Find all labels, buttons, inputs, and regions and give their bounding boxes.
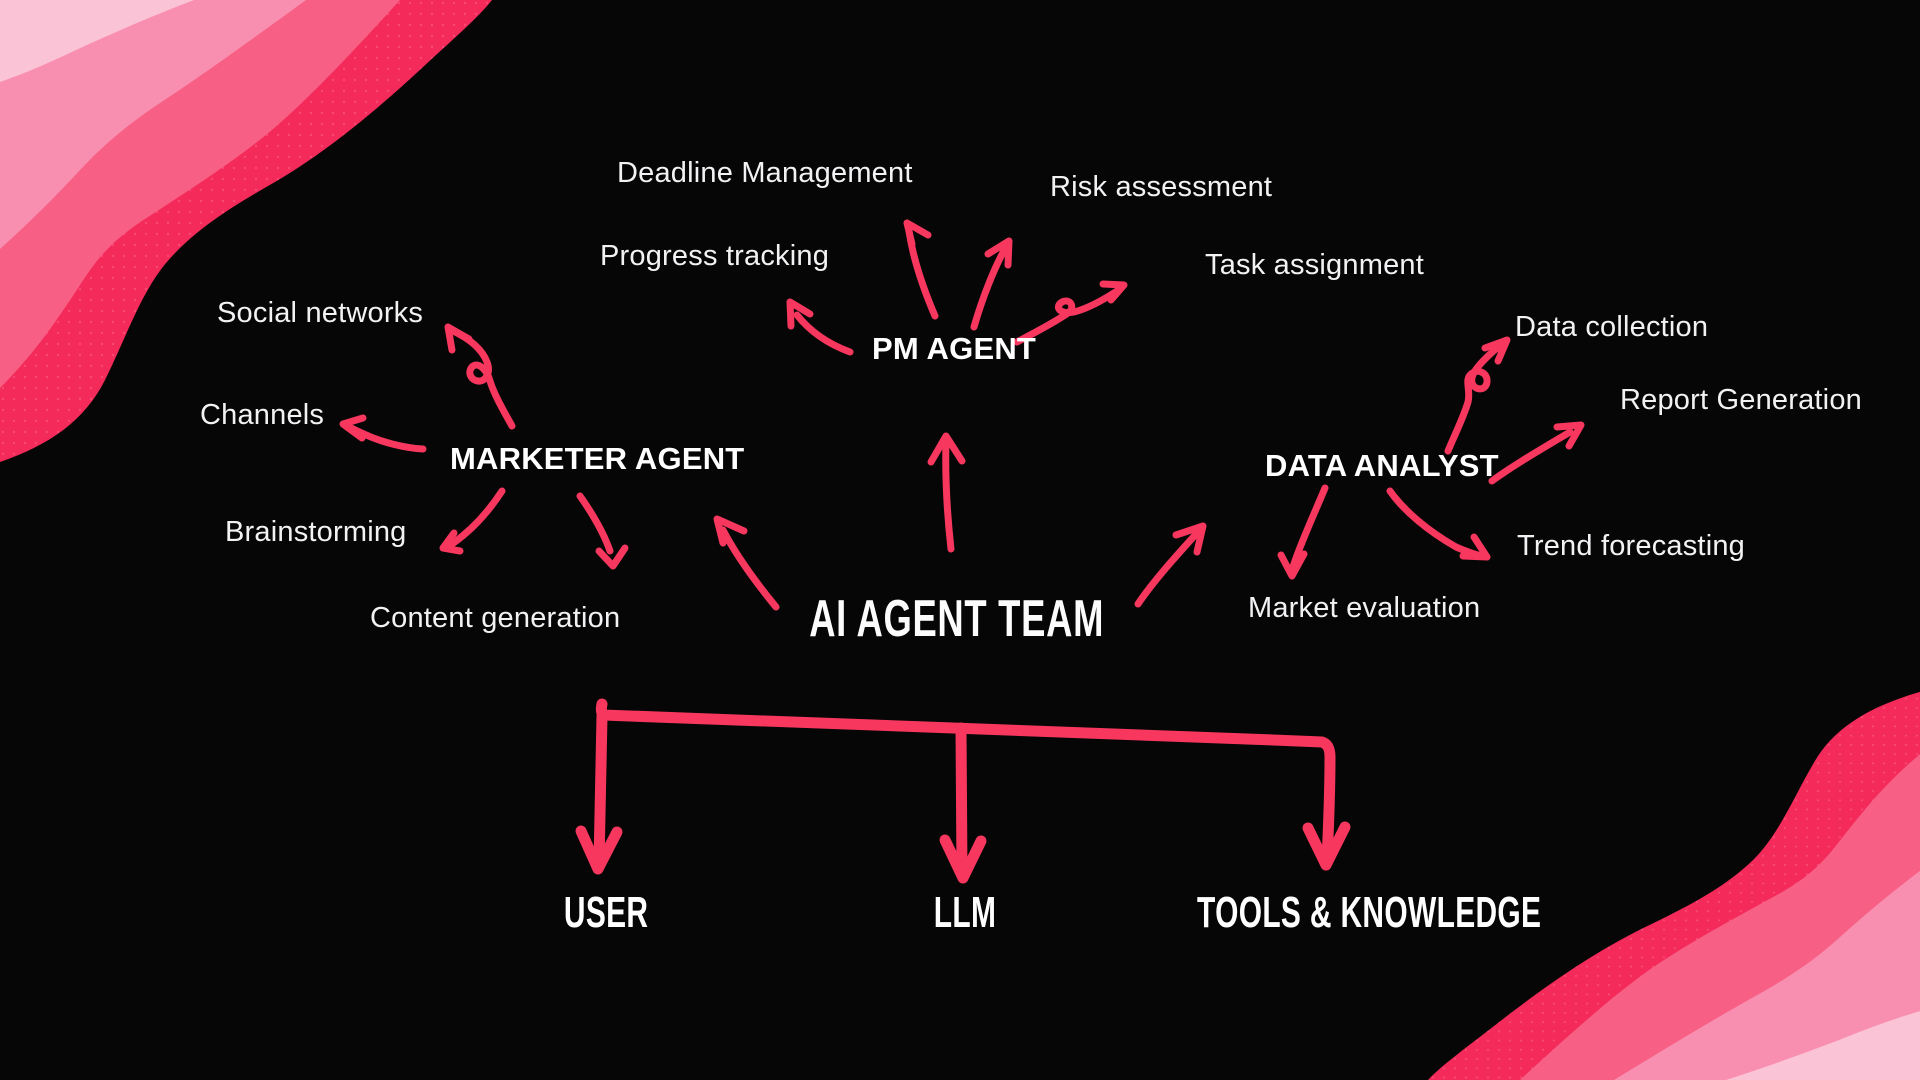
arrow-marketer-to-brainstorming (439, 487, 506, 555)
diagram-title-text: AI AGENT TEAM (809, 590, 1105, 648)
arrow-down-to-user (575, 710, 623, 875)
arrow-analyst-to-trend-forecasting (1386, 487, 1491, 561)
foundation-tools-knowledge-label: TOOLS & KNOWLEDGE (1197, 888, 1542, 937)
arrow-analyst-to-report-generation (1488, 421, 1585, 485)
branch-label-pm-agent: PM AGENT (872, 331, 1037, 366)
item-report-generation: Report Generation (1620, 384, 1862, 416)
arrow-analyst-to-data-collection (1444, 336, 1511, 455)
arrow-pm-to-progress-tracking (786, 298, 854, 356)
wave-band-light (1614, 870, 1920, 1080)
item-content-generation: Content generation (370, 602, 621, 634)
arrow-pm-to-deadline-management (903, 219, 939, 320)
foundation-llm: LLM (765, 891, 1165, 935)
foundation-user-label: USER (563, 888, 649, 937)
branch-label-marketer-agent: MARKETER AGENT (450, 441, 745, 476)
item-deadline-management: Deadline Management (617, 157, 913, 189)
item-market-evaluation: Market evaluation (1248, 592, 1481, 624)
wave-band-lightest (1726, 1011, 1920, 1080)
branch-label-data-analyst: DATA ANALYST (1265, 448, 1499, 483)
item-data-collection: Data collection (1515, 311, 1709, 343)
item-task-assignment: Task assignment (1205, 249, 1424, 281)
item-social-networks: Social networks (217, 297, 424, 329)
connector-foundation-frame (595, 698, 1336, 866)
foundation-user: USER (406, 891, 806, 935)
item-progress-tracking: Progress tracking (600, 240, 830, 272)
corner-wave-bottom-right (1428, 691, 1920, 1080)
item-risk-assessment: Risk assessment (1050, 171, 1273, 203)
arrow-pm-to-risk-assessment (970, 237, 1013, 331)
arrow-team-to-pm (927, 432, 966, 553)
item-brainstorming: Brainstorming (225, 516, 407, 548)
wave-band-lightest (0, 0, 194, 82)
arrow-down-to-llm (939, 722, 987, 884)
arrow-marketer-to-content-generation (576, 492, 629, 570)
wave-band-light (0, 0, 306, 249)
diagram-title: AI AGENT TEAM (707, 593, 1207, 645)
arrow-analyst-to-market-evaluation (1277, 484, 1329, 580)
corner-wave-top-left (0, 0, 492, 462)
item-channels: Channels (200, 399, 325, 431)
item-trend-forecasting: Trend forecasting (1517, 530, 1745, 562)
foundation-tools-knowledge: TOOLS & KNOWLEDGE (1116, 891, 1541, 935)
foundation-llm-label: LLM (933, 888, 997, 937)
